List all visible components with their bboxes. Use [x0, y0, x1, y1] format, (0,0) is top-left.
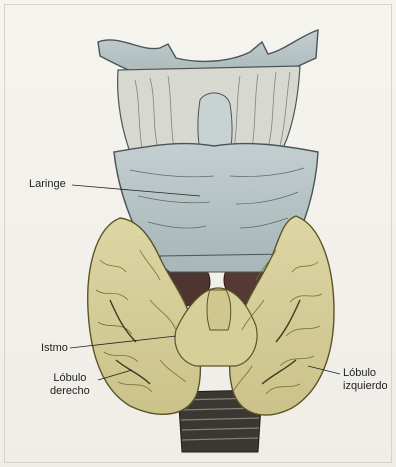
label-lobulo-derecho-line1: Lóbulo [50, 372, 90, 385]
label-lobulo-derecho: Lóbulo derecho [50, 372, 90, 398]
pyramidal-lobe [207, 290, 231, 330]
label-lobulo-izquierdo-line2: izquierdo [343, 380, 388, 393]
label-istmo: Istmo [41, 342, 68, 355]
label-lobulo-derecho-line2: derecho [50, 385, 90, 398]
label-lobulo-izquierdo: Lóbulo izquierdo [343, 367, 388, 393]
label-lobulo-izquierdo-line1: Lóbulo [343, 367, 388, 380]
label-laringe: Laringe [29, 178, 66, 191]
